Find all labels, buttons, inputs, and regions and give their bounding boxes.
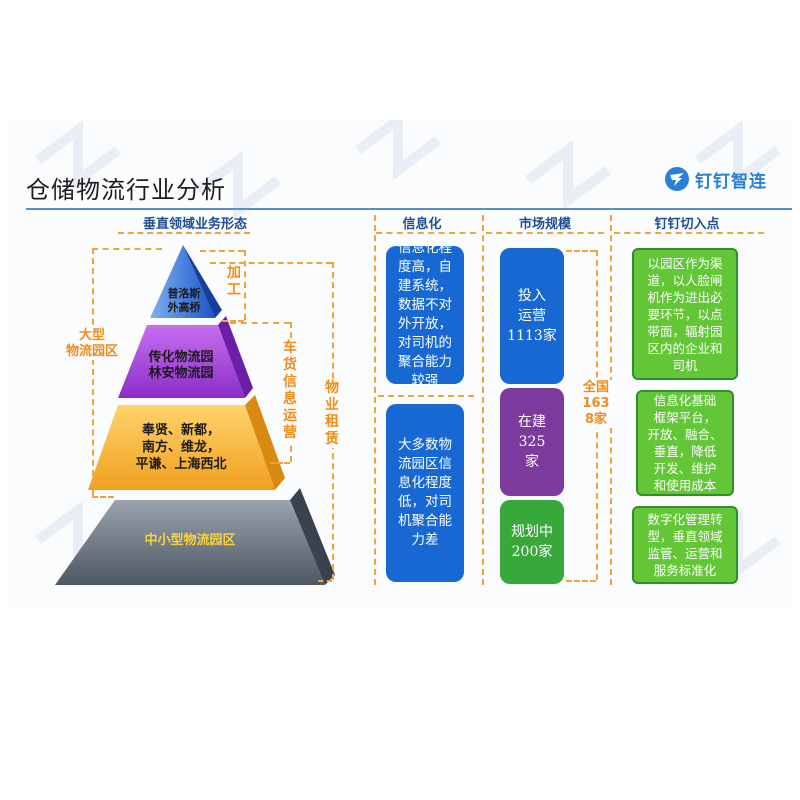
- bracket-tick: [92, 248, 162, 250]
- market-building-box: 在建325 家: [500, 388, 564, 496]
- bracket-tick: [210, 262, 332, 264]
- header-underline: [376, 232, 476, 234]
- column-divider: [374, 215, 376, 585]
- bracket-tick: [318, 580, 332, 582]
- pyramid-tier-2: [118, 325, 245, 398]
- bracket-tick: [566, 580, 596, 582]
- info-box-small: 大多数物 流园区信 息化程度 低，对司 机聚合能 力差: [386, 404, 464, 582]
- header-underline: [614, 232, 764, 234]
- info-box-large: 信息化程 度高，自 建系统， 数据不对 外开放， 对司机的 聚合能力 较强: [386, 240, 464, 389]
- header-info: 信息化: [402, 217, 442, 232]
- bracket-tick: [566, 250, 596, 252]
- pyramid-tier-4-label: 中小型物流园区: [144, 533, 236, 548]
- bracket-tick: [270, 462, 290, 464]
- column-divider: [482, 215, 484, 585]
- brand-name: 钉钉智连: [695, 171, 767, 192]
- pyramid-tier-1-label: 普洛斯 外高桥: [167, 287, 201, 314]
- pyramid-tier-3-label: 奉贤、新都， 南方、维龙， 平谦、上海西北: [135, 423, 227, 472]
- market-operating-box: 投入 运营 1113家: [500, 248, 564, 384]
- market-total-label: 全国1638家: [580, 380, 612, 428]
- dingtalk-logo-icon: [665, 167, 689, 191]
- pyramid-tier-1-side: [183, 245, 222, 318]
- property-lease-label: 物业租赁: [324, 380, 340, 448]
- header-vertical: 垂直领域业务形态: [142, 217, 247, 232]
- processing-bracket: [244, 250, 246, 320]
- pyramid-tier-2-label: 传化物流园 林安物流园: [148, 350, 214, 381]
- brand-logo: 钉钉智连: [664, 166, 767, 192]
- bracket-tick: [200, 250, 244, 252]
- large-park-label: 大型 物流园区: [52, 328, 132, 360]
- large-park-bracket: [92, 248, 94, 496]
- pyramid-tier-4-side: [290, 488, 335, 585]
- bracket-tick: [230, 322, 290, 324]
- pyramid-tier-4: [55, 500, 325, 585]
- entry-box-digital: 数字化管理转 型，垂直领域 监管、运营和 服务标准化: [632, 506, 738, 584]
- processing-label: 加工: [226, 265, 242, 299]
- header-market: 市场规模: [518, 217, 571, 232]
- pyramid-tier-3-side: [245, 395, 285, 490]
- header-underline: [118, 232, 250, 234]
- pyramid-tier-1: [150, 245, 215, 318]
- header-entry: 钉钉切入点: [654, 217, 720, 232]
- market-planned-box: 规划中 200家: [500, 500, 564, 584]
- freight-ops-label: 车货信息运营: [282, 340, 298, 442]
- page-title: 仓储物流行业分析: [26, 176, 226, 204]
- info-divider: [378, 395, 474, 397]
- bracket-tick: [92, 496, 114, 498]
- pyramid-tier-2-side: [218, 316, 253, 398]
- pyramid-tier-3: [88, 405, 275, 490]
- header-underline: [486, 232, 604, 234]
- title-divider: [26, 208, 792, 210]
- bracket-tick: [222, 320, 244, 322]
- entry-box-channel: 以园区作为渠 道，以人脸闸 机作为进出必 要环节，以点 带面，辐射园 区内的企业…: [632, 248, 738, 380]
- entry-box-platform: 信息化基础 框架平台， 开放、融合、 垂直，降低 开发、维护 和使用成本: [636, 390, 734, 496]
